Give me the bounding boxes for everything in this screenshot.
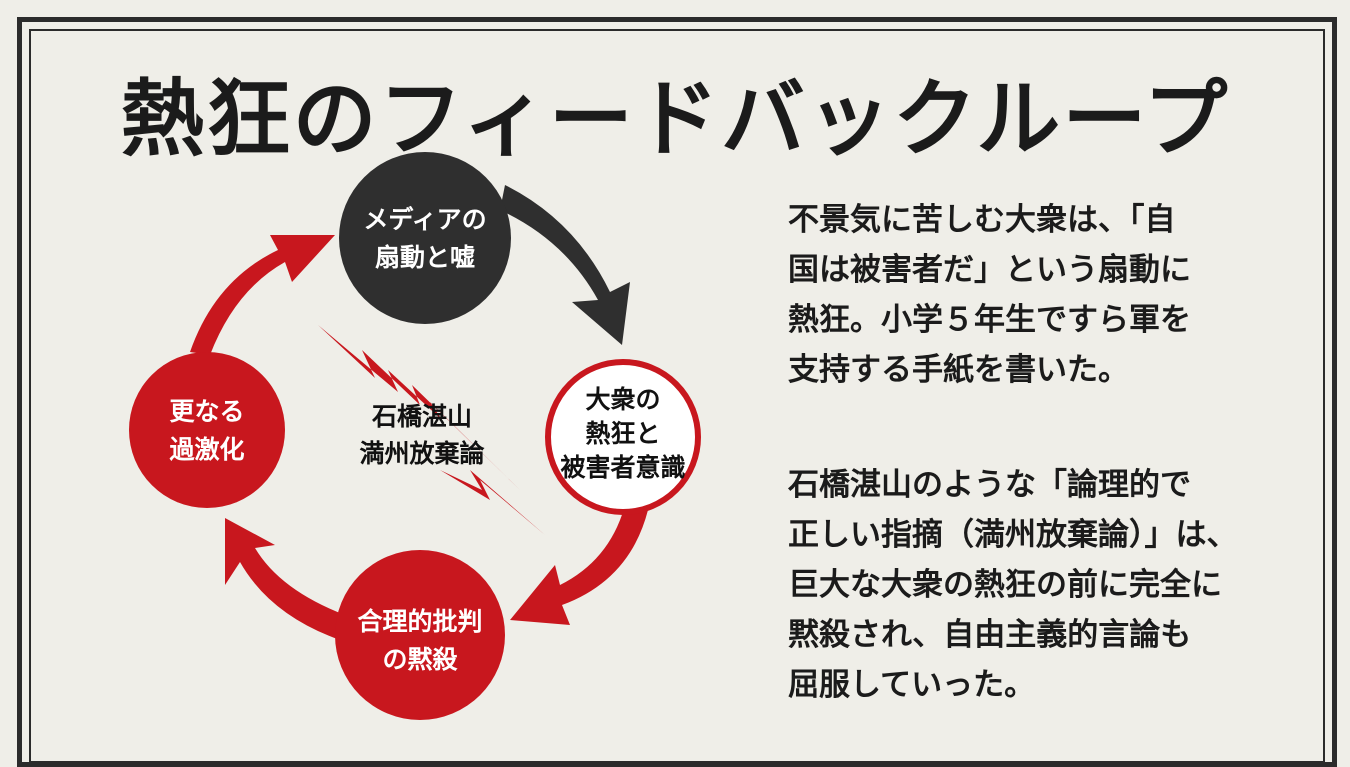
svg-text:大衆の: 大衆の (585, 385, 660, 414)
node-radical: 更なる 過激化 (129, 352, 285, 508)
arrow-silence-to-radical (225, 518, 345, 640)
arrow-media-to-masses (500, 185, 630, 345)
center-label: 満州放棄論 (359, 439, 485, 468)
svg-text:合理的批判: 合理的批判 (357, 607, 482, 636)
svg-text:メディアの: メディアの (363, 205, 486, 234)
node-silence: 合理的批判 の黙殺 (335, 550, 505, 720)
arrow-masses-to-silence (510, 505, 648, 625)
svg-text:更なる: 更なる (169, 397, 244, 426)
svg-text:熱狂と: 熱狂と (585, 419, 660, 448)
svg-text:の黙殺: の黙殺 (382, 645, 458, 674)
svg-text:過激化: 過激化 (169, 435, 244, 464)
page-title: 熱狂のフィードバックループ (120, 70, 1230, 168)
node-masses: 大衆の 熱狂と 被害者意識 (545, 359, 701, 515)
paragraph-ishibashi: 石橋湛山のような「論理的で 正しい指摘（満州放棄論）」は、 巨大な大衆の熱狂の前… (788, 467, 1238, 703)
node-media: メディアの 扇動と嘘 (339, 152, 511, 324)
svg-text:扇動と嘘: 扇動と嘘 (375, 243, 475, 272)
center-label: 石橋湛山 (371, 402, 472, 431)
paragraph-masses: 不景気に苦しむ大衆は、「自 国は被害者だ」という扇動に 熱狂。小学５年生ですら軍… (788, 202, 1191, 388)
arrow-radical-to-media (190, 235, 335, 355)
svg-text:被害者意識: 被害者意識 (560, 453, 685, 482)
feedback-loop-diagram: メディアの 扇動と嘘 大衆の 熱狂と 被害者意識 合理的批判 の黙殺 更なる 過… (129, 152, 701, 720)
lightning-bolt-icon (440, 470, 545, 535)
